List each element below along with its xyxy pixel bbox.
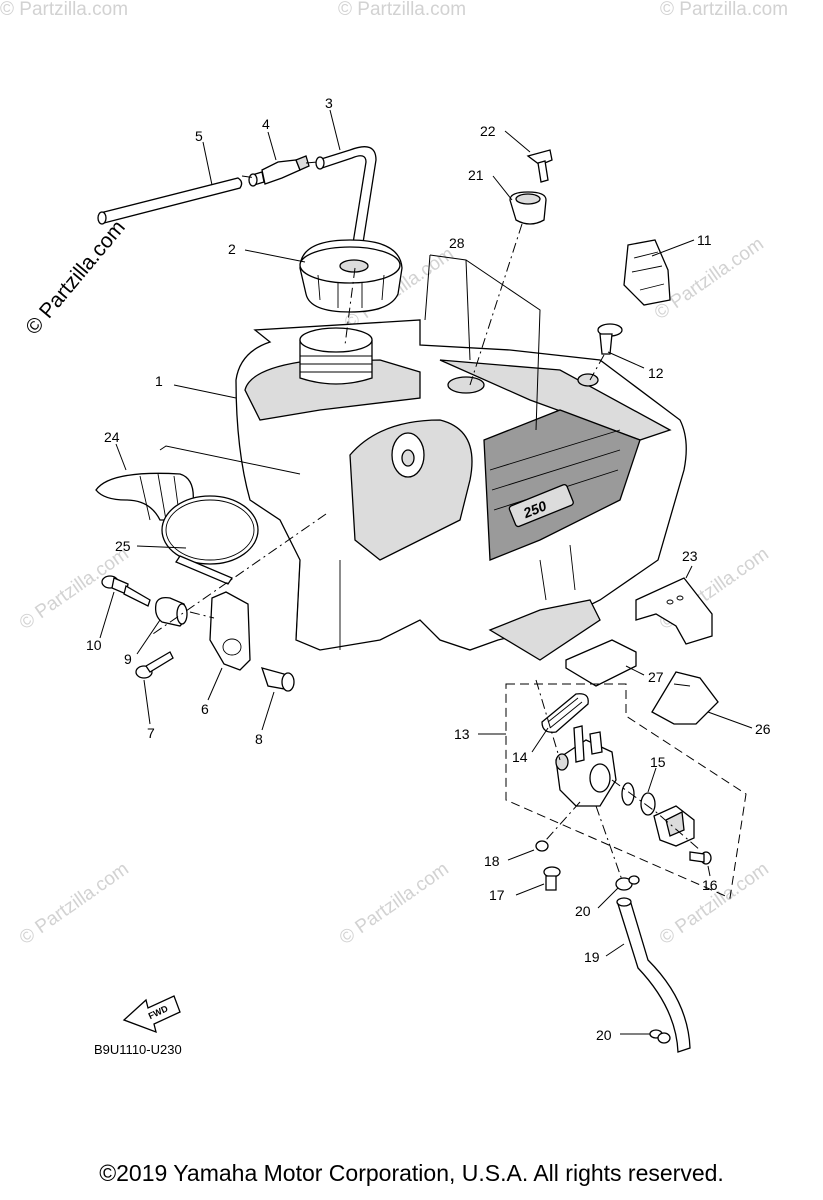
watermark-tile: © Partzilla.com	[336, 858, 453, 949]
watermark-tile: © Partzilla.com	[338, 0, 466, 20]
callout-14: 14	[512, 749, 528, 765]
watermark-tile: © Partzilla.com	[660, 0, 788, 20]
part-8-bolt	[260, 667, 295, 692]
callout-10: 10	[86, 637, 102, 653]
part-26-plate	[651, 671, 719, 725]
part-7-bolt	[135, 651, 174, 679]
callout-23: 23	[682, 548, 698, 564]
callout-19: 19	[584, 949, 600, 965]
callout-22: 22	[480, 123, 496, 139]
part-20-clip-b	[649, 1029, 671, 1044]
part-25-band	[161, 495, 259, 585]
part-1-fuel-tank: 250	[235, 319, 687, 661]
fuel-cock-assembly-box	[505, 683, 747, 899]
callout-4: 4	[262, 116, 270, 132]
part-11-clip	[623, 239, 671, 306]
callout-16: 16	[702, 877, 718, 893]
part-20-clip-a	[615, 875, 640, 891]
watermark-tile: © Partzilla.com	[656, 858, 773, 949]
part-15-o-ring	[621, 782, 656, 816]
callout-26: 26	[755, 721, 771, 737]
part-18-washer	[535, 840, 549, 852]
callout-11: 11	[697, 232, 712, 248]
callout-15: 15	[650, 754, 666, 770]
callout-13: 13	[454, 726, 470, 742]
callout-27: 27	[648, 669, 664, 685]
copyright-footer: ©2019 Yamaha Motor Corporation, U.S.A. A…	[99, 1160, 724, 1186]
forward-arrow-icon: FWD	[122, 995, 181, 1034]
callouts: 5 4 3 2 22 21 28 11 12 1 24 25 10 9 7 6 …	[86, 95, 771, 1043]
part-27-plate	[565, 639, 637, 687]
watermark-tile: © Partzilla.com	[16, 858, 133, 949]
callout-7: 7	[147, 725, 155, 741]
part-10-bolt	[101, 575, 151, 607]
callout-21: 21	[468, 167, 484, 183]
part-19-fuel-hose	[616, 897, 691, 1053]
callout-3: 3	[325, 95, 333, 111]
callout-5: 5	[195, 128, 203, 144]
diagram-code: B9U1110-U230	[94, 1042, 182, 1057]
part-12-bolt	[597, 323, 623, 355]
callout-leaders	[99, 109, 753, 1035]
callout-2: 2	[228, 241, 236, 257]
part-22-bolt	[526, 149, 553, 183]
part-2-fuel-cap	[299, 239, 403, 313]
callout-12: 12	[648, 365, 664, 381]
part-14-gasket	[541, 693, 589, 733]
part-23-guard	[635, 577, 713, 645]
callout-17: 17	[489, 887, 505, 903]
part-16-screw	[689, 851, 712, 865]
callout-24: 24	[104, 429, 120, 445]
callout-18: 18	[484, 853, 500, 869]
part-5-hose	[97, 177, 243, 225]
part-15-lever-plate	[653, 805, 695, 847]
callout-6: 6	[201, 701, 209, 717]
callout-8: 8	[255, 731, 263, 747]
part-6-bracket	[209, 591, 251, 671]
part-13-fuel-cock	[555, 725, 617, 807]
part-21-collar	[509, 191, 547, 225]
part-4-check-valve	[248, 155, 310, 187]
leader-28	[424, 254, 541, 431]
callout-25: 25	[115, 538, 131, 554]
part-17-screw	[543, 866, 561, 891]
centerlines	[149, 161, 701, 881]
callout-20-a: 20	[575, 903, 591, 919]
callout-20-b: 20	[596, 1027, 612, 1043]
watermark-tile: © Partzilla.com	[0, 0, 128, 20]
callout-9: 9	[124, 651, 132, 667]
watermark-main: © Partzilla.com	[21, 216, 130, 339]
callout-1: 1	[155, 373, 163, 389]
callout-28: 28	[449, 235, 465, 251]
